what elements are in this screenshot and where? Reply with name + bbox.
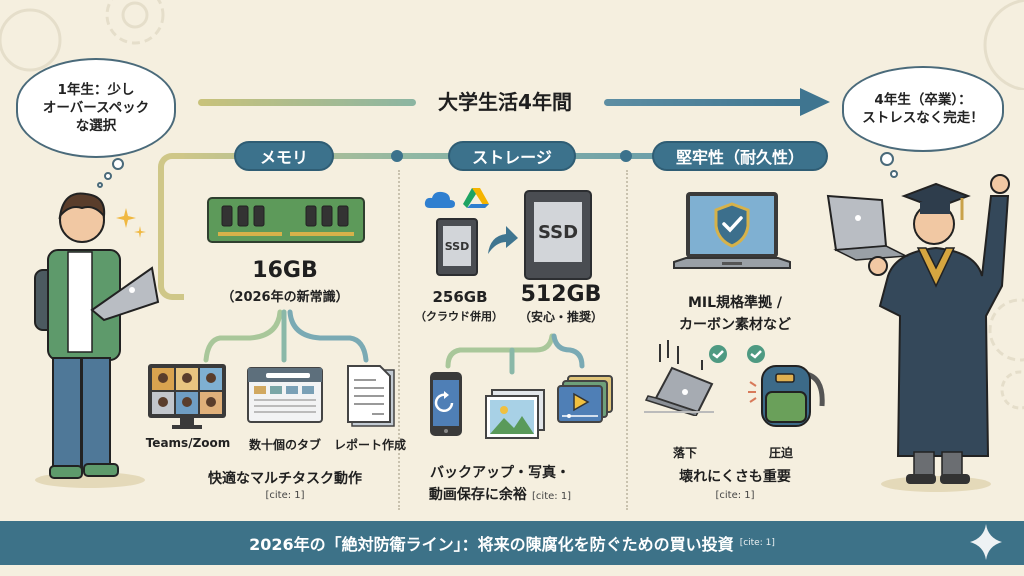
thought-line: オーバースペック [42,100,150,116]
test-label: 落下 [672,446,697,460]
timeline-node [391,150,403,162]
video-conference-icon [148,364,226,429]
thought-line: ストレスなく完走！ [862,110,984,126]
first-year-student-illustration [34,192,160,488]
durability-cite: [cite: 1] [715,490,755,501]
storage-branch-connector [445,333,585,375]
storage-caption-text: 動画保存に余裕 [428,487,527,503]
gear-icon [0,0,165,72]
durability-category-pill: 堅牢性（耐久性） [652,141,828,171]
check-icon [747,345,765,363]
footer-text: 2026年の「絶対防衛ライン」：将来の陳腐化を防ぐための買い投資 [249,535,734,554]
shield-laptop-icon [673,192,791,269]
memory-capacity-note: （2026年の新常識） [221,290,349,305]
check-icon [709,345,727,363]
memory-category-pill: メモリ [234,141,334,171]
storage-caption-line1: バックアップ・写真・ [430,465,570,481]
use-label: 数十個のタブ [248,438,321,452]
memory-cite: [cite: 1] [265,490,305,501]
first-year-thought-cloud: 1年生：少し オーバースペック な選択 [16,58,176,158]
onedrive-icon [424,191,455,208]
large-ssd-icon: SSD [524,190,592,280]
thought-bubble [97,182,103,188]
gear-icon [988,298,1024,410]
document-icon [347,365,395,427]
durability-caption: 壊れにくさも重要 [679,469,791,485]
graduation-thought-cloud: 4年生（卒業）： ストレスなく完走！ [842,66,1004,152]
phone-backup-icon [430,372,462,436]
memory-bracket [158,153,184,300]
durability-spec-line1: MIL規格準拠 / [687,295,783,311]
use-label: レポート作成 [333,438,406,452]
sparkle-icon [970,524,1002,560]
section-divider [626,170,628,510]
timeline-bar [198,99,416,106]
thought-line: 4年生（卒業）： [874,92,972,108]
use-label: Teams/Zoom [145,436,231,450]
storage-caption-line2: 動画保存に余裕 [cite: 1] [410,484,590,504]
small-ssd-note: （クラウド併用） [415,310,503,323]
thought-line: な選択 [75,118,117,134]
small-ssd-value: 256GB [432,288,488,306]
clock-icon [983,0,1024,90]
memory-branch-connector [203,309,369,363]
graduate-student-illustration [826,174,1010,492]
ram-module-icon [207,197,365,243]
google-drive-icon [463,188,489,208]
thought-bubble [112,158,124,170]
timeline-node [620,150,632,162]
arrow-right-icon [800,88,830,116]
durability-spec-line2: カーボン素材など [679,317,791,333]
thought-bubble [890,170,898,178]
section-divider [398,170,400,510]
sparkle-icon [116,208,146,238]
large-ssd-note: （安心・推奨） [518,310,603,324]
upgrade-arrow-icon [488,226,518,254]
thought-bubble [880,152,894,166]
falling-laptop-icon [644,340,714,416]
timeline-title: 大学生活4年間 [438,90,572,114]
ssd-label: SSD [443,226,471,266]
videos-icon [557,375,613,423]
footer-cite: [cite: 1] [739,538,775,548]
memory-capacity-value: 16GB [252,258,318,283]
test-label: 圧迫 [768,446,793,460]
thought-line: 1年生：少し [57,82,135,98]
browser-tabs-icon [247,367,323,423]
backpack-pressure-icon [748,365,825,427]
footer-banner: 2026年の「絶対防衛ライン」：将来の陳腐化を防ぐための買い投資 [cite: … [0,521,1024,565]
timeline-bar [604,99,804,106]
large-ssd-value: 512GB [520,282,602,307]
small-ssd-icon: SSD [436,218,478,276]
memory-caption: 快適なマルチタスク動作 [208,471,362,487]
storage-category-pill: ストレージ [448,141,576,171]
photos-icon [485,389,545,439]
storage-cite: [cite: 1] [532,491,572,502]
ssd-label: SSD [534,202,582,262]
thought-bubble [104,172,112,180]
